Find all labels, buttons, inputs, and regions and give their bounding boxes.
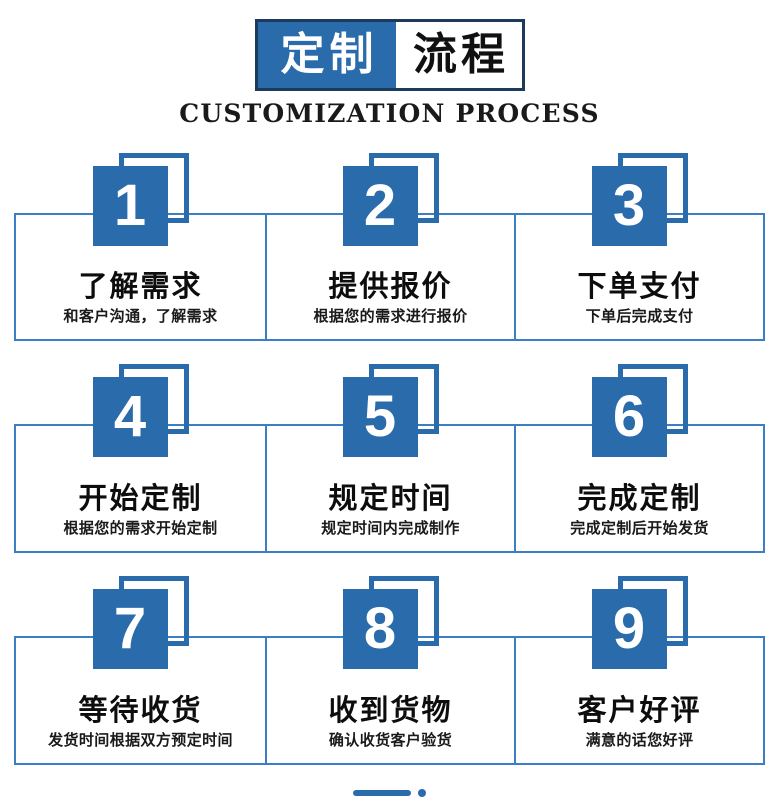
badge-filled-square: 5	[342, 377, 418, 457]
step-number: 2	[363, 173, 397, 238]
badge-filled-square: 9	[591, 589, 667, 669]
process-step-4: 4 开始定制 根据您的需求开始定制	[16, 364, 265, 551]
header: 定制 流程 CUSTOMIZATION PROCESS	[0, 0, 779, 140]
step-subtitle: 根据您的需求开始定制	[63, 519, 218, 537]
step-number-badge: 5	[342, 364, 439, 468]
step-title: 提供报价	[328, 271, 453, 304]
step-title: 开始定制	[78, 483, 203, 516]
step-number-badge: 2	[342, 153, 439, 257]
title-rest-block: 流程	[396, 22, 522, 88]
step-title: 了解需求	[78, 271, 203, 304]
title-highlight-text: 定制	[280, 29, 379, 80]
step-title: 等待收货	[78, 695, 203, 728]
step-number: 5	[363, 384, 397, 449]
title-highlight-block: 定制	[258, 22, 396, 88]
badge-filled-square: 3	[591, 166, 667, 246]
step-subtitle: 发货时间根据双方预定时间	[48, 731, 233, 749]
badge-filled-square: 7	[92, 589, 168, 669]
process-step-8: 8 收到货物 确认收货客户验货	[265, 576, 514, 763]
process-row-2: 4 开始定制 根据您的需求开始定制 5 规定时间 规定时间内完成制作 6	[14, 364, 765, 553]
step-subtitle: 完成定制后开始发货	[570, 519, 709, 537]
step-title: 规定时间	[328, 483, 453, 516]
step-number-badge: 3	[591, 153, 688, 257]
step-number-badge: 8	[342, 576, 439, 680]
process-step-2: 2 提供报价 根据您的需求进行报价	[265, 153, 514, 339]
step-number: 9	[612, 596, 646, 661]
step-number: 3	[612, 173, 646, 238]
step-subtitle: 和客户沟通，了解需求	[63, 307, 218, 325]
step-subtitle: 确认收货客户验货	[328, 731, 453, 749]
title-rest-text: 流程	[413, 29, 509, 80]
step-number: 8	[363, 596, 397, 661]
step-title: 完成定制	[577, 483, 702, 516]
process-step-9: 9 客户好评 满意的话您好评	[514, 576, 763, 763]
step-number-badge: 9	[591, 576, 688, 680]
badge-filled-square: 8	[342, 589, 418, 669]
process-step-1: 1 了解需求 和客户沟通，了解需求	[16, 153, 265, 339]
footer-decoration	[0, 786, 779, 800]
process-step-5: 5 规定时间 规定时间内完成制作	[265, 364, 514, 551]
page-subtitle: CUSTOMIZATION PROCESS	[179, 99, 600, 128]
badge-filled-square: 4	[92, 377, 168, 457]
step-number: 1	[113, 173, 147, 238]
rounded-bar-icon	[353, 790, 411, 796]
step-number-badge: 7	[92, 576, 189, 680]
page-title: 定制 流程	[255, 19, 525, 91]
step-title: 下单支付	[577, 271, 702, 304]
step-number-badge: 6	[591, 364, 688, 468]
process-step-3: 3 下单支付 下单后完成支付	[514, 153, 763, 339]
step-subtitle: 下单后完成支付	[585, 307, 694, 325]
step-title: 收到货物	[328, 695, 453, 728]
badge-filled-square: 6	[591, 377, 667, 457]
step-number-badge: 4	[92, 364, 189, 468]
step-number-badge: 1	[92, 153, 189, 257]
step-subtitle: 满意的话您好评	[585, 731, 694, 749]
badge-filled-square: 1	[92, 166, 168, 246]
process-row-1: 1 了解需求 和客户沟通，了解需求 2 提供报价 根据您的需求进行报价 3	[14, 153, 765, 341]
step-title: 客户好评	[577, 695, 702, 728]
badge-filled-square: 2	[342, 166, 418, 246]
dot-icon	[418, 789, 426, 797]
process-step-6: 6 完成定制 完成定制后开始发货	[514, 364, 763, 551]
step-number: 6	[612, 384, 646, 449]
process-row-3: 7 等待收货 发货时间根据双方预定时间 8 收到货物 确认收货客户验货 9	[14, 576, 765, 765]
step-subtitle: 规定时间内完成制作	[321, 519, 460, 537]
step-number: 7	[113, 596, 147, 661]
step-subtitle: 根据您的需求进行报价	[313, 307, 468, 325]
process-step-7: 7 等待收货 发货时间根据双方预定时间	[16, 576, 265, 763]
step-number: 4	[113, 384, 147, 449]
